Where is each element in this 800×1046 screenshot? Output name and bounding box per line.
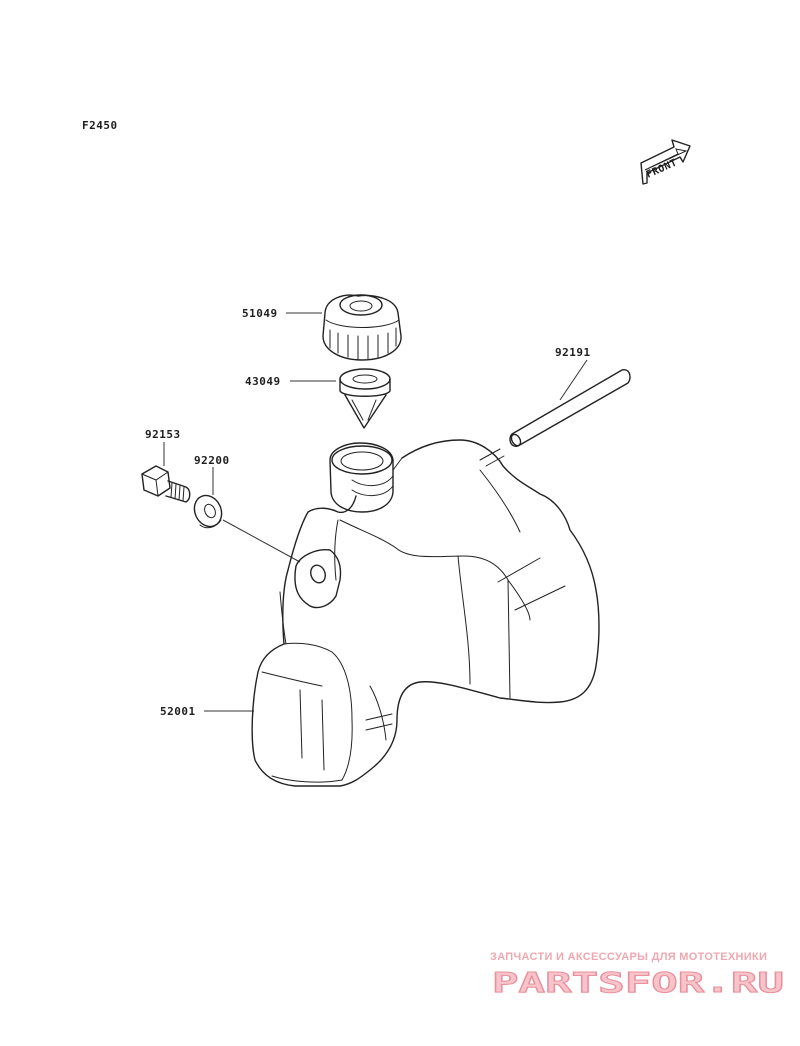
front-arrow-icon: FRONT [640,139,691,185]
watermark-tagline: ЗАПЧАСТИ И АКСЕССУАРЫ ДЛЯ МОТОТЕХНИКИ [490,951,767,963]
cap-51049: 51049 [242,294,402,361]
watermark-logo: PARTSFOR.RU [492,966,784,999]
valve-43049: 43049 [245,368,391,429]
figure-code: F2450 [82,119,118,132]
part-label-92153: 92153 [145,428,181,441]
watermark: ЗАПЧАСТИ И АКСЕССУАРЫ ДЛЯ МОТОТЕХНИКИ PA… [490,951,785,1000]
front-label: FRONT [645,157,679,180]
part-label-92200: 92200 [194,454,230,467]
bolt-92153: 92153 [141,428,191,503]
part-label-92191: 92191 [555,346,591,359]
tank-52001: 52001 [160,439,600,787]
part-label-43049: 43049 [245,375,281,388]
part-label-51049: 51049 [242,307,278,320]
tube-92191: 92191 [479,346,631,467]
part-label-52001: 52001 [160,705,196,718]
washer-92200: 92200 [193,454,301,563]
